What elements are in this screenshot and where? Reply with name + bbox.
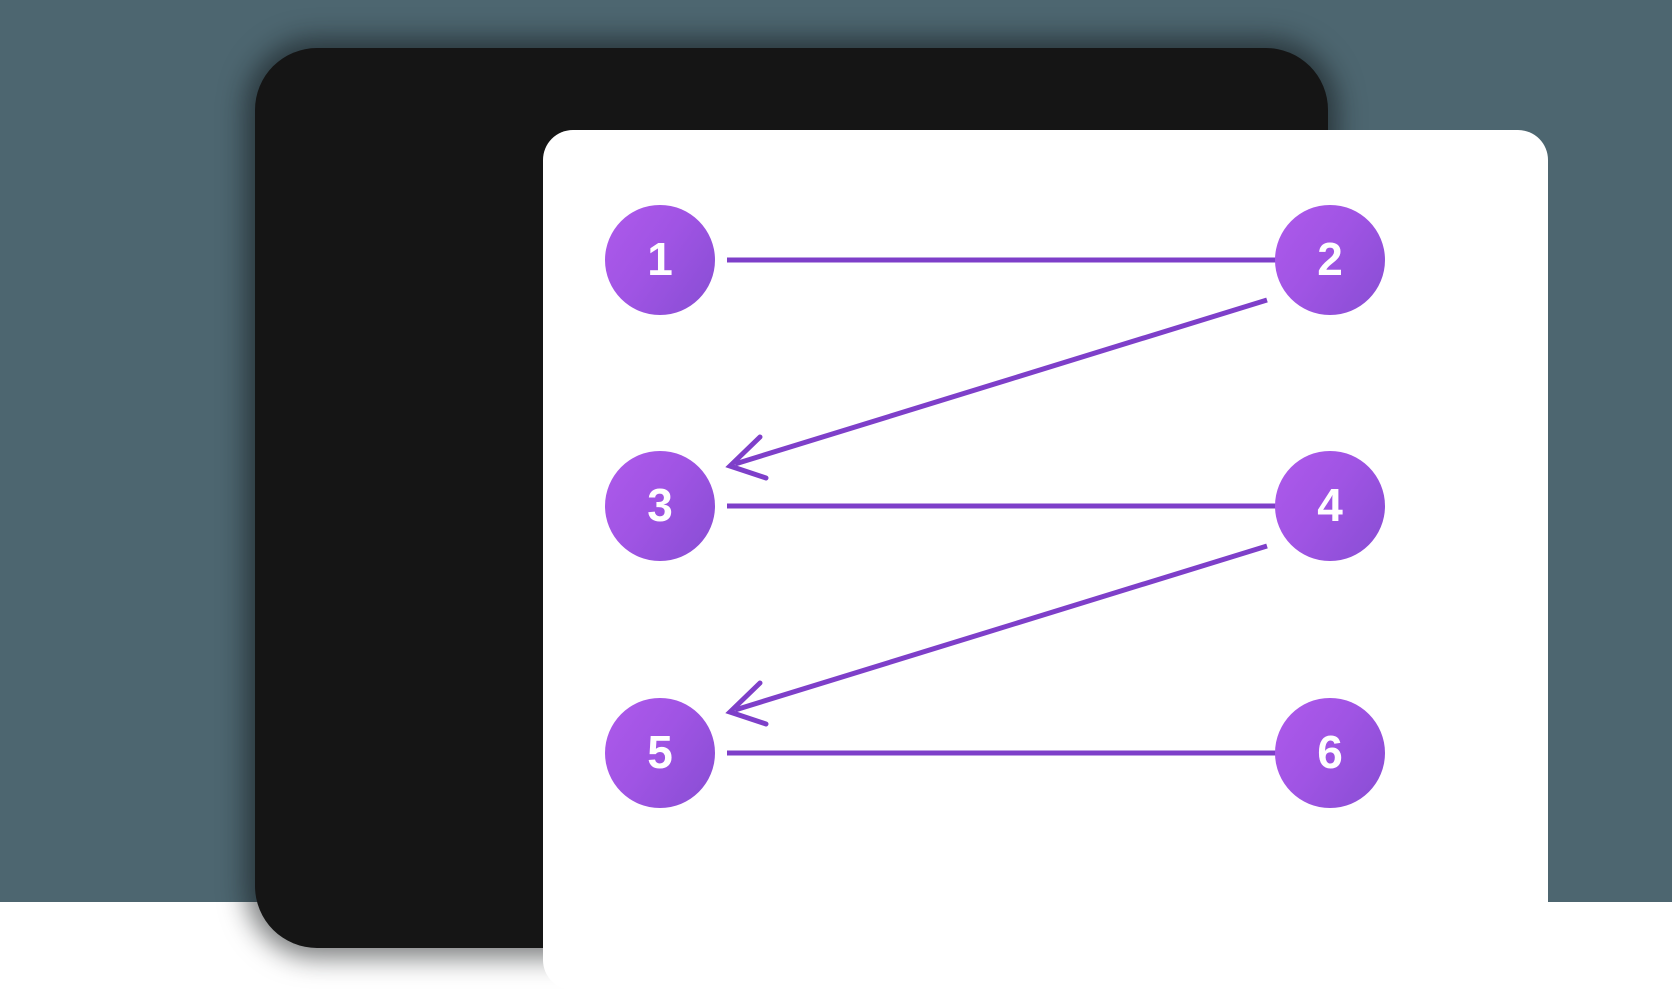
node-circle-5[interactable] xyxy=(605,698,715,808)
node-2[interactable]: 2 xyxy=(1275,205,1385,315)
node-label-2: 2 xyxy=(1317,233,1343,285)
node-label-4: 4 xyxy=(1317,479,1343,531)
node-label-6: 6 xyxy=(1317,726,1343,778)
node-circle-2[interactable] xyxy=(1275,205,1385,315)
edge-4-to-5 xyxy=(725,543,1268,727)
node-label-1: 1 xyxy=(647,233,673,285)
edge-2-to-3 xyxy=(725,297,1268,481)
edge-3-to-4 xyxy=(727,481,1328,531)
device-frame: 1 2 3 4 5 6 xyxy=(255,48,1548,990)
node-circle-1[interactable] xyxy=(605,205,715,315)
edge-5-to-6 xyxy=(727,728,1328,778)
node-1[interactable]: 1 xyxy=(605,205,715,315)
node-6[interactable]: 6 xyxy=(1275,698,1385,808)
node-circle-3[interactable] xyxy=(605,451,715,561)
node-label-5: 5 xyxy=(647,726,673,778)
canvas-background: 1 2 3 4 5 6 xyxy=(0,0,1672,948)
node-label-3: 3 xyxy=(647,479,673,531)
node-circle-4[interactable] xyxy=(1275,451,1385,561)
device-screen: 1 2 3 4 5 6 xyxy=(543,130,1548,990)
node-3[interactable]: 3 xyxy=(605,451,715,561)
node-link-diagram xyxy=(605,205,1385,808)
node-circle-6[interactable] xyxy=(1275,698,1385,808)
node-4[interactable]: 4 xyxy=(1275,451,1385,561)
edges-layer xyxy=(725,235,1328,778)
nodes-layer xyxy=(605,205,1385,808)
node-5[interactable]: 5 xyxy=(605,698,715,808)
edge-1-to-2 xyxy=(727,235,1328,285)
